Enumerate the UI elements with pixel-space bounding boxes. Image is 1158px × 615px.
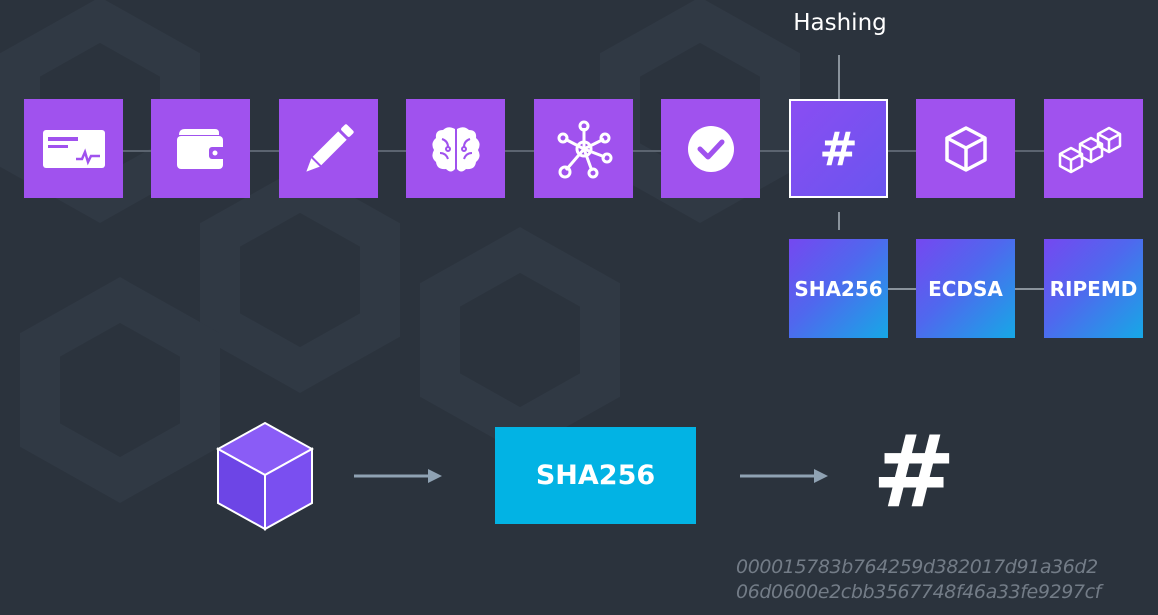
digest-line-1: 000015783b764259d382017d91a36d2 xyxy=(736,556,1098,578)
step-hashing: # xyxy=(789,99,888,198)
hash-icon: # xyxy=(819,121,858,176)
output-hash-icon: # xyxy=(872,413,956,530)
title-connector xyxy=(838,55,840,99)
input-cube-icon xyxy=(216,421,314,531)
step-wallet xyxy=(151,99,250,198)
hash-function-box: SHA256 xyxy=(495,427,696,524)
hash-digest: 000015783b764259d382017d91a36d2 06d0600e… xyxy=(736,555,1101,605)
step-blockchain xyxy=(1044,99,1143,198)
network-icon xyxy=(557,120,612,178)
diagram-title: Hashing xyxy=(793,10,887,36)
algo-connector-1 xyxy=(888,288,917,290)
step-verify xyxy=(661,99,760,198)
step-sign xyxy=(279,99,378,198)
step-think xyxy=(406,99,505,198)
digest-line-2: 06d0600e2cbb3567748f46a33fe9297cf xyxy=(736,581,1101,603)
algorithm-ecdsa: ECDSA xyxy=(916,239,1015,338)
wallet-icon xyxy=(176,128,227,169)
arrow-right-icon xyxy=(354,469,442,483)
checkmark-circle-icon xyxy=(687,125,734,172)
arrow-right-icon xyxy=(740,469,828,483)
check-document-icon xyxy=(42,129,105,168)
step-transaction xyxy=(24,99,123,198)
algo-connector-2 xyxy=(1015,288,1045,290)
step-broadcast xyxy=(534,99,633,198)
algorithm-sha256: SHA256 xyxy=(789,239,888,338)
algorithm-ripemd: RIPEMD xyxy=(1044,239,1143,338)
blockchain-icon xyxy=(1058,126,1121,173)
cube-icon xyxy=(944,125,987,172)
algorithms-connector xyxy=(838,212,840,230)
step-block xyxy=(916,99,1015,198)
pencil-icon xyxy=(305,123,354,172)
brain-icon xyxy=(431,126,480,171)
